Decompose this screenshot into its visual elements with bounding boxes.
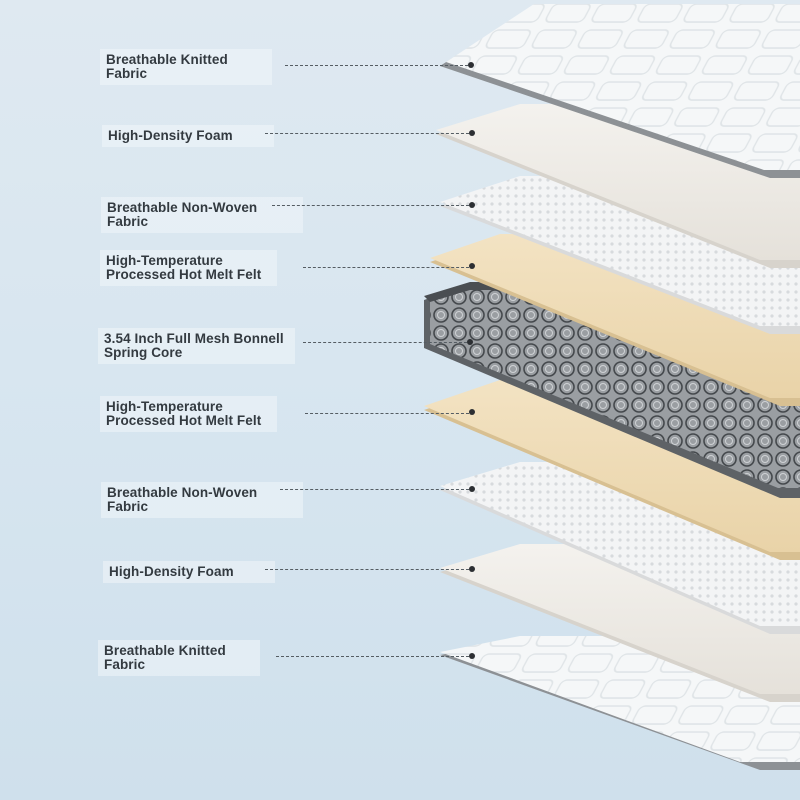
- leader-line-5: [303, 342, 467, 343]
- leader-line-1: [285, 65, 468, 66]
- leader-line-7: [280, 489, 469, 490]
- layer-label-9: Breathable Knitted Fabric: [98, 640, 260, 676]
- leader-dot-1: [468, 62, 474, 68]
- leader-line-4: [303, 267, 469, 268]
- leader-line-3: [272, 205, 469, 206]
- leader-dot-7: [469, 486, 475, 492]
- layer-top-knitted-fabric: [440, 4, 800, 178]
- leader-dot-9: [469, 653, 475, 659]
- leader-dot-5: [467, 339, 473, 345]
- layer-label-1: Breathable Knitted Fabric: [100, 49, 272, 85]
- layer-label-8: High-Density Foam: [103, 561, 275, 583]
- leader-line-2: [265, 133, 469, 134]
- leader-dot-6: [469, 409, 475, 415]
- layer-label-7: Breathable Non-Woven Fabric: [101, 482, 303, 518]
- leader-line-9: [276, 656, 469, 657]
- layer-label-5: 3.54 Inch Full Mesh Bonnell Spring Core: [98, 328, 295, 364]
- layer-label-2: High-Density Foam: [102, 125, 274, 147]
- leader-dot-3: [469, 202, 475, 208]
- layer-label-3: Breathable Non-Woven Fabric: [101, 197, 303, 233]
- leader-dot-8: [469, 566, 475, 572]
- leader-dot-4: [469, 263, 475, 269]
- layer-label-4: High-Temperature Processed Hot Melt Felt: [100, 250, 277, 286]
- leader-dot-2: [469, 130, 475, 136]
- layer-label-6: High-Temperature Processed Hot Melt Felt: [100, 396, 277, 432]
- leader-line-6: [305, 413, 469, 414]
- leader-line-8: [265, 569, 469, 570]
